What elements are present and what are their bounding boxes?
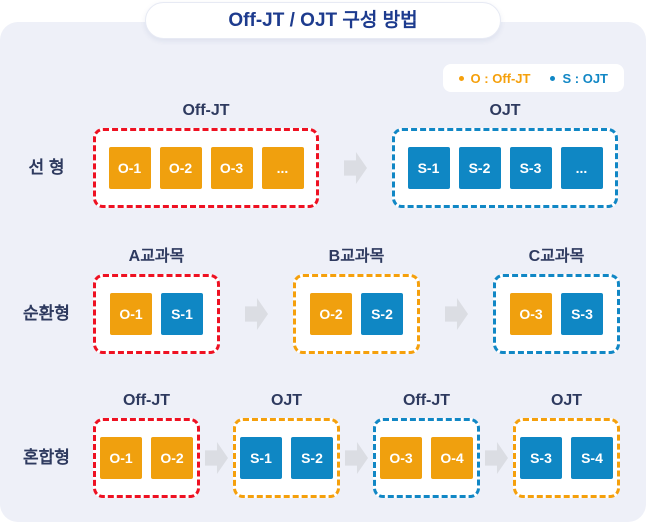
group-ojt-2: OJT S-3 S-4 xyxy=(513,390,620,498)
course-cell: S-1 xyxy=(161,293,203,335)
legend-item-offjt: O : Off-JT xyxy=(458,70,531,86)
legend-label: O : Off-JT xyxy=(470,70,531,86)
group-course-c: C교과목 O-3 S-3 xyxy=(493,246,620,354)
group-ojt: OJT S-1 S-2 S-3 ... xyxy=(392,100,618,208)
course-cell: S-2 xyxy=(291,437,333,479)
course-cell: S-3 xyxy=(520,437,562,479)
arrow-right-icon xyxy=(245,298,268,330)
page-title: Off-JT / OJT 구성 방법 xyxy=(145,2,501,39)
course-cell: O-2 xyxy=(151,437,193,479)
group-header: Off-JT xyxy=(402,392,451,409)
row-label: 혼합형 xyxy=(23,448,70,467)
legend: O : Off-JT S : OJT xyxy=(442,64,624,92)
group-box: S-3 S-4 xyxy=(513,418,620,498)
group-header: OJT xyxy=(489,102,521,119)
group-header: A교과목 xyxy=(128,248,185,265)
group-header: OJT xyxy=(550,392,583,409)
course-cell: O-3 xyxy=(510,293,552,335)
course-cell: S-1 xyxy=(407,147,450,189)
group-box: O-1 O-2 O-3 ... xyxy=(93,128,319,208)
group-box: O-1 O-2 xyxy=(93,418,200,498)
course-cell: O-2 xyxy=(159,147,202,189)
arrow-right-icon xyxy=(345,442,368,474)
course-cell: S-2 xyxy=(458,147,501,189)
offjt-dot-icon xyxy=(458,75,464,81)
group-header: B교과목 xyxy=(328,248,385,265)
ojt-dot-icon xyxy=(550,75,556,81)
arrow-right-icon xyxy=(485,442,508,474)
course-cell: S-3 xyxy=(561,293,603,335)
course-cell: O-1 xyxy=(100,437,142,479)
course-cell: S-3 xyxy=(509,147,552,189)
group-header: C교과목 xyxy=(528,248,585,265)
group-box: O-3 O-4 xyxy=(373,418,480,498)
group-ojt-1: OJT S-1 S-2 xyxy=(233,390,340,498)
legend-label: S : OJT xyxy=(562,70,608,86)
course-cell: ... xyxy=(560,147,603,189)
group-box: O-1 S-1 xyxy=(93,274,220,354)
course-cell: O-1 xyxy=(108,147,151,189)
legend-item-ojt: S : OJT xyxy=(550,71,608,86)
arrow-right-icon xyxy=(205,442,228,474)
course-cell: S-2 xyxy=(361,293,403,335)
group-box: O-2 S-2 xyxy=(293,274,420,354)
group-course-b: B교과목 O-2 S-2 xyxy=(293,246,420,354)
arrow-right-icon xyxy=(344,152,367,184)
course-cell: O-2 xyxy=(310,293,352,335)
row-mixed: 혼합형 Off-JT O-1 O-2 OJT S-1 S-2 Off-JT O-… xyxy=(0,390,646,498)
arrow-right-icon xyxy=(445,298,468,330)
group-box: S-1 S-2 S-3 ... xyxy=(392,128,618,208)
course-cell: O-3 xyxy=(380,437,422,479)
course-cell: O-3 xyxy=(210,147,253,189)
group-box: S-1 S-2 xyxy=(233,418,340,498)
row-rotation: 순환형 A교과목 O-1 S-1 B교과목 O-2 S-2 C교과목 O-3 S… xyxy=(0,246,646,354)
course-cell: O-4 xyxy=(431,437,473,479)
course-cell: S-1 xyxy=(240,437,282,479)
group-course-a: A교과목 O-1 S-1 xyxy=(93,246,220,354)
group-offjt-1: Off-JT O-1 O-2 xyxy=(93,390,200,498)
group-header: Off-JT xyxy=(182,102,230,119)
row-linear: 선 형 Off-JT O-1 O-2 O-3 ... OJT S-1 S-2 S… xyxy=(0,100,646,208)
row-label: 순환형 xyxy=(23,304,70,323)
course-cell: S-4 xyxy=(571,437,613,479)
group-box: O-3 S-3 xyxy=(493,274,620,354)
group-header: OJT xyxy=(270,392,303,409)
group-offjt: Off-JT O-1 O-2 O-3 ... xyxy=(93,100,319,208)
group-offjt-2: Off-JT O-3 O-4 xyxy=(373,390,480,498)
course-cell: O-1 xyxy=(110,293,152,335)
course-cell: ... xyxy=(261,147,304,189)
group-header: Off-JT xyxy=(122,392,171,409)
row-label: 선 형 xyxy=(28,158,65,177)
